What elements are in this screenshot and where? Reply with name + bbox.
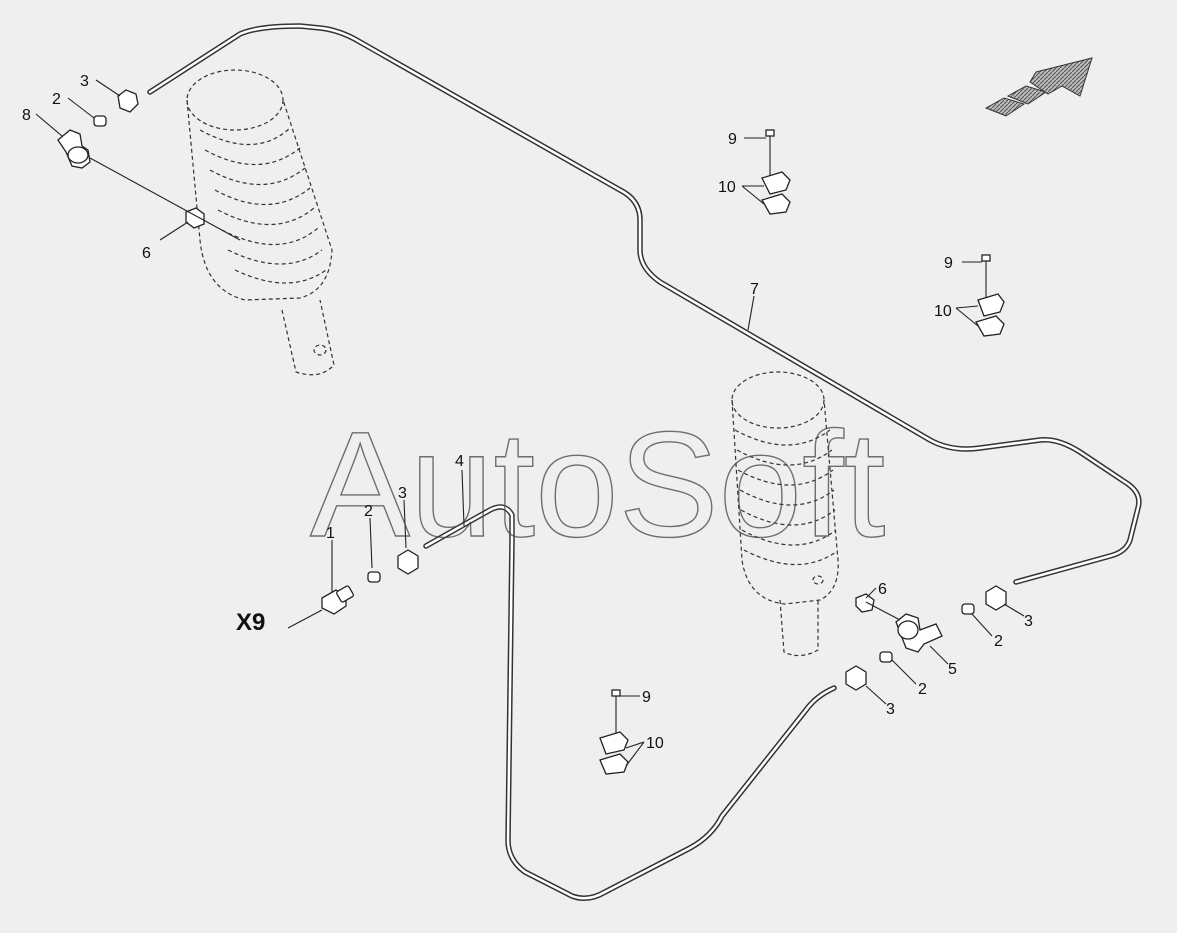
callout-8: 8 <box>22 107 31 124</box>
nut-3-right-lower <box>845 665 867 691</box>
clip-10-b-upper <box>977 293 1005 317</box>
callout-7: 7 <box>750 281 759 298</box>
clip-group-top <box>761 129 791 215</box>
view-label-x9: X9 <box>236 609 265 636</box>
fitting-group-x9 <box>321 549 419 615</box>
nut-3-left <box>117 89 139 113</box>
callout-2-center: 2 <box>364 503 373 520</box>
pipe-4 <box>423 504 837 901</box>
callout-10-right: 10 <box>934 303 952 320</box>
callout-2-left: 2 <box>52 91 61 108</box>
callout-2-right-lower: 2 <box>918 681 927 698</box>
direction-arrow-icon <box>984 57 1093 117</box>
bolt-6-right <box>855 593 875 613</box>
callout-9-bottom: 9 <box>642 689 651 706</box>
ring-2-center <box>367 571 381 583</box>
callout-3-right-upper: 3 <box>1024 613 1033 630</box>
pipe-7 <box>147 23 1142 585</box>
callout-1: 1 <box>326 525 335 542</box>
shock-absorber-right <box>731 371 839 657</box>
nut-3-right-upper <box>985 585 1007 611</box>
bolt-6-left <box>185 207 205 229</box>
callout-3-left: 3 <box>80 73 89 90</box>
clip-10-c-lower <box>599 753 629 775</box>
clip-10-a-upper <box>761 171 791 195</box>
callout-3-right-lower: 3 <box>886 701 895 718</box>
ring-2-right-upper <box>961 603 975 615</box>
fitting-group-right <box>845 585 1007 691</box>
callout-10-bottom: 10 <box>646 735 664 752</box>
callout-9-top: 9 <box>728 131 737 148</box>
clip-10-c-upper <box>599 731 629 755</box>
nut-3-center <box>397 549 419 575</box>
callout-3-center: 3 <box>398 485 407 502</box>
callout-9-right: 9 <box>944 255 953 272</box>
callout-4: 4 <box>455 453 464 470</box>
callout-6-left: 6 <box>142 245 151 262</box>
callout-6-right: 6 <box>878 581 887 598</box>
fitting-group-left-top <box>57 89 241 241</box>
ring-2-left <box>93 115 107 127</box>
callout-5: 5 <box>948 661 957 678</box>
clip-group-right <box>975 254 1005 337</box>
clip-group-bottom <box>599 689 629 775</box>
callout-leaders <box>35 79 1025 767</box>
shock-absorber-left <box>186 69 335 376</box>
watermark-text: AutoSoft <box>310 400 885 568</box>
ring-2-right-lower <box>879 651 893 663</box>
clip-10-b-lower <box>975 315 1005 337</box>
callout-10-top: 10 <box>718 179 736 196</box>
clip-10-a-lower <box>761 193 791 215</box>
callout-2-right-upper: 2 <box>994 633 1003 650</box>
